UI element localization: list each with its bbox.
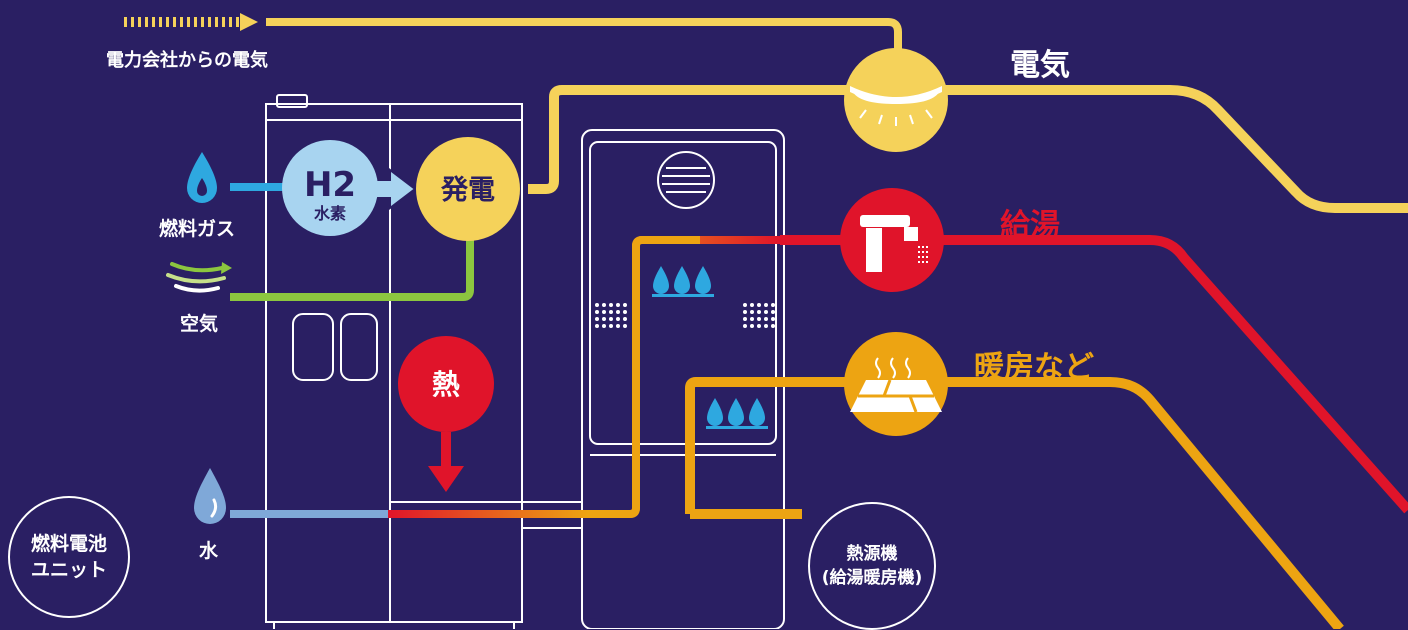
fuel-cell-unit-label-line1: 燃料電池 [30, 533, 107, 555]
water-heating-gradient-line [388, 510, 588, 518]
heat-source-unit-label-line1: 熱源機 [846, 544, 898, 564]
fuel-cell-unit-label-line2: ユニット [30, 559, 107, 581]
hydrogen-symbol: H2 [304, 165, 356, 205]
heating-output-label: 暖房など [974, 350, 1094, 385]
fuel-cell-unit-badge: 燃料電池 ユニット [8, 496, 130, 618]
faucet-icon [840, 188, 944, 292]
generation-label: 発電 [440, 175, 495, 206]
hot-water-output-label: 給湯 [1000, 208, 1060, 243]
vent-grille-right [743, 303, 775, 328]
hot-water-feed-line-base [588, 236, 700, 518]
burner-flames-upper-icon [652, 266, 714, 297]
air-flow-icon [166, 262, 232, 293]
generation-circle [416, 137, 520, 241]
water-label: 水 [199, 540, 219, 562]
heat-label: 熱 [432, 368, 460, 401]
heat-circle [398, 336, 494, 432]
hot-water-output-line [780, 235, 1408, 514]
heat-down-arrow [428, 432, 464, 492]
vent-grille-left [595, 303, 627, 328]
heat-source-unit-label-line2: (給湯暖房機) [821, 568, 923, 588]
water-drop-highlight [210, 498, 218, 518]
air-label: 空気 [180, 313, 219, 335]
gas-flame-icon [187, 152, 217, 203]
heating-output-line [685, 377, 1344, 629]
hydrogen-circle [282, 140, 378, 236]
water-drop-icon [194, 468, 226, 524]
hydrogen-label: 水素 [314, 204, 346, 223]
fuel-gas-label: 燃料ガス [159, 218, 236, 240]
grid-electricity-label: 電力会社からの電気 [106, 50, 268, 71]
gas-flame-inner [197, 178, 207, 196]
light-bulb-icon [844, 48, 948, 152]
fuel-cell-unit-outline [265, 94, 582, 629]
heat-source-unit-badge: 熱源機 (給湯暖房機) [808, 502, 936, 630]
burner-flames-lower-icon [706, 398, 768, 429]
electricity-output-label: 電気 [1010, 48, 1070, 83]
air-input-line [230, 240, 474, 301]
grid-electricity-dashed-arrow [124, 13, 258, 31]
grid-electricity-line [266, 18, 902, 60]
floor-heating-icon [844, 332, 948, 436]
